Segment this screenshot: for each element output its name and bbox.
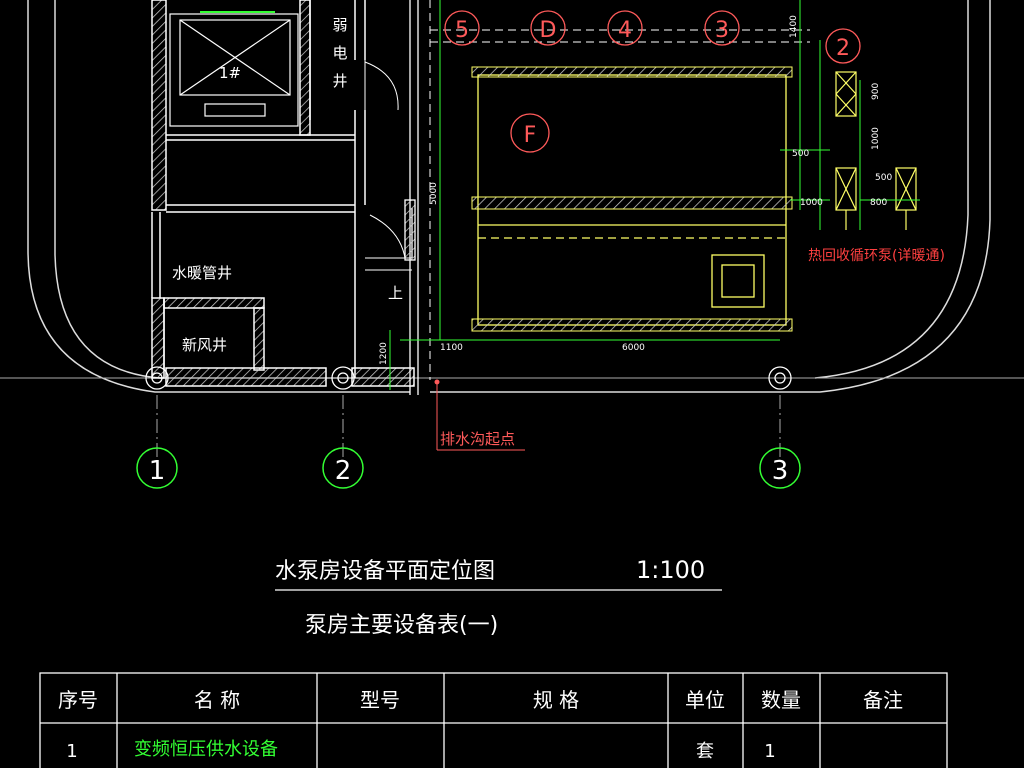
axis-bubble-1 — [136, 447, 178, 489]
dim-1000: 1000 — [800, 198, 823, 208]
stair-up-label: 上 — [388, 284, 403, 302]
pump-note-label: 热回收循环泵(详暖通) — [808, 248, 945, 264]
dim-1100: 1100 — [440, 343, 463, 353]
dim-500b: 500 — [875, 173, 892, 183]
table-title: 泵房主要设备表(一) — [305, 613, 498, 638]
equipment-table: 序号 名 称 型号 规 格 单位 数量 备注 1 变频恒压供水设备 套 1 — [39, 672, 948, 768]
td-unit: 套 — [696, 741, 714, 762]
building-outline — [27, 0, 991, 393]
th-remark: 备注 — [863, 688, 903, 712]
th-qty: 数量 — [761, 688, 801, 712]
drain-start-point — [434, 379, 440, 385]
elevator-shaft — [169, 11, 299, 127]
axis-bubble-3 — [759, 447, 801, 489]
column-markers — [145, 366, 792, 390]
dim-5000: 5000 — [429, 182, 439, 205]
th-unit: 单位 — [685, 688, 725, 712]
weak-shaft-label-3: 井 — [332, 72, 347, 90]
axis-bubbles-top — [444, 10, 861, 153]
axis-lines-vertical — [156, 395, 781, 460]
axis-label-top-1: 5 — [455, 18, 469, 43]
axis-label-2: 2 — [335, 456, 352, 486]
tank-beams — [471, 66, 793, 332]
fresh-air-shaft-label: 新风井 — [182, 336, 227, 354]
dim-900: 900 — [871, 83, 881, 100]
th-index: 序号 — [58, 688, 98, 712]
axis-label-top-4: 3 — [715, 18, 729, 43]
axis-label-right: 2 — [836, 36, 850, 61]
pump-room-walls — [404, 0, 419, 395]
dim-500a: 500 — [792, 149, 809, 159]
dim-1000b: 1000 — [871, 127, 881, 150]
td-name: 变频恒压供水设备 — [134, 739, 278, 760]
elevator-label: 1# — [219, 64, 241, 82]
pumps — [835, 71, 917, 230]
dimension-lines — [389, 0, 920, 390]
axis-label-top-2: D — [540, 18, 557, 43]
drain-start-label: 排水沟起点 — [440, 430, 515, 448]
th-spec: 规 格 — [533, 688, 579, 712]
dim-1400: 1400 — [789, 15, 799, 38]
room-marker: F — [524, 123, 537, 148]
th-model: 型号 — [360, 688, 400, 712]
td-qty: 1 — [764, 741, 775, 762]
drawing-title: 水泵房设备平面定位图 — [275, 559, 495, 584]
td-index: 1 — [66, 741, 77, 762]
dashed-area — [429, 0, 810, 380]
hvac-shaft-label: 水暖管井 — [172, 264, 232, 282]
axis-bubble-2 — [322, 447, 364, 489]
dim-800: 800 — [870, 198, 887, 208]
dim-1200: 1200 — [379, 342, 389, 365]
axis-label-top-3: 4 — [618, 18, 632, 43]
shaft-walls — [151, 0, 415, 387]
axis-label-3: 3 — [772, 456, 789, 486]
th-name: 名 称 — [194, 688, 240, 712]
drain-leader — [436, 380, 525, 451]
drawing-scale: 1:100 — [636, 556, 705, 584]
weak-shaft-label-2: 电 — [332, 44, 347, 62]
weak-shaft-label-1: 弱 — [332, 16, 347, 34]
axis-label-1: 1 — [149, 456, 166, 486]
dim-6000: 6000 — [622, 343, 645, 353]
